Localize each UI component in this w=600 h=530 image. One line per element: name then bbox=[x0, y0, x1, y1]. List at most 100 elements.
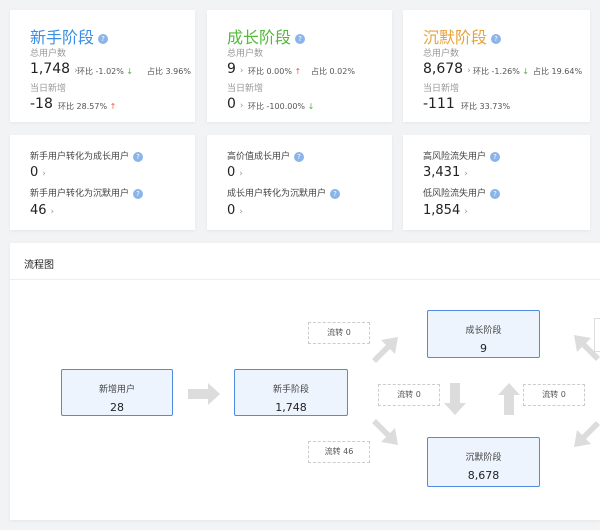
question-circle-icon[interactable]: ? bbox=[295, 33, 306, 44]
arrow-up-icon: ↑ bbox=[109, 102, 117, 111]
question-circle-icon[interactable]: ? bbox=[294, 151, 305, 162]
conversion-label-text: 新手用户转化为沉默用户 bbox=[30, 189, 130, 199]
chevron-right-icon[interactable]: › bbox=[50, 207, 55, 217]
total-users-value[interactable]: 1,748› bbox=[30, 61, 78, 77]
conversion-card-growth: 高价值成长用户? 0› 成长用户转化为沉默用户? 0› bbox=[207, 135, 392, 230]
total-users-label: 总用户数 bbox=[423, 49, 460, 59]
chevron-right-icon[interactable]: › bbox=[464, 207, 468, 217]
mom-value: 33.73% bbox=[479, 102, 511, 111]
flowchart-divider bbox=[10, 279, 600, 280]
total-users-value[interactable]: 8,678› bbox=[423, 61, 471, 77]
conversion-card-silent: 高风险流失用户? 3,431› 低风险流失用户? 1,854› bbox=[403, 135, 590, 230]
node-growth[interactable]: 成长阶段 9 bbox=[427, 310, 540, 358]
conversion-value[interactable]: 3,431› bbox=[423, 165, 468, 180]
chevron-right-icon[interactable]: › bbox=[239, 101, 244, 111]
arrow-up-icon bbox=[498, 383, 520, 415]
node-label: 新增用户 bbox=[98, 385, 135, 395]
chevron-right-icon[interactable]: › bbox=[42, 169, 46, 179]
node-value: 8,678 bbox=[467, 469, 500, 482]
mom-label: 环比 bbox=[58, 102, 74, 111]
share-value: 0.02% bbox=[329, 67, 355, 76]
conversion-label: 低风险流失用户? bbox=[423, 186, 501, 199]
stage-title: 新手阶段? bbox=[30, 24, 109, 48]
total-users-label: 总用户数 bbox=[30, 49, 67, 59]
question-circle-icon[interactable]: ? bbox=[490, 151, 501, 162]
conversion-number: 3,431 bbox=[423, 165, 461, 180]
conversion-number: 46 bbox=[30, 203, 47, 218]
chevron-right-icon[interactable]: › bbox=[239, 207, 243, 217]
stage-title: 成长阶段? bbox=[227, 24, 306, 48]
node-novice[interactable]: 新手阶段 1,748 bbox=[234, 369, 348, 416]
mom-value: -100.00% bbox=[266, 102, 306, 111]
flow-to-silent: 流转 46 bbox=[308, 441, 370, 463]
flow-growth-to-silent: 流转 0 bbox=[378, 384, 440, 406]
flowchart-panel: 流程图 新增用户 28 新手阶段 1,748 成长阶段 9 沉默阶段 bbox=[10, 243, 600, 520]
share-value: 3.96% bbox=[165, 67, 191, 76]
mom-value: 28.57% bbox=[76, 102, 108, 111]
new-mom: 环比 28.57% ↑ bbox=[58, 101, 116, 112]
conversion-value[interactable]: 0› bbox=[227, 165, 243, 180]
total-users-number: 9 bbox=[227, 61, 236, 77]
conversion-number: 0 bbox=[227, 203, 236, 218]
total-users-label: 总用户数 bbox=[227, 49, 264, 59]
conversion-value[interactable]: 0› bbox=[227, 203, 243, 218]
mom-label: 环比 bbox=[461, 102, 477, 111]
total-users-value[interactable]: 9› bbox=[227, 61, 244, 77]
mom-label: 环比 bbox=[77, 67, 93, 76]
conversion-value[interactable]: 0› bbox=[30, 165, 46, 180]
node-silent[interactable]: 沉默阶段 8,678 bbox=[427, 437, 540, 487]
question-circle-icon[interactable]: ? bbox=[133, 188, 144, 199]
share-label: 占比 bbox=[147, 67, 163, 76]
conversion-number: 0 bbox=[227, 165, 236, 180]
flow-to-growth: 流转 0 bbox=[308, 322, 370, 344]
conversion-label: 高风险流失用户? bbox=[423, 149, 501, 162]
new-users-number: 0 bbox=[227, 96, 236, 112]
question-circle-icon[interactable]: ? bbox=[490, 188, 501, 199]
conversion-number: 0 bbox=[30, 165, 39, 180]
chevron-right-icon[interactable]: › bbox=[467, 66, 471, 76]
conversion-label: 成长用户转化为沉默用户? bbox=[227, 186, 341, 199]
arrow-down-icon: ↓ bbox=[126, 67, 134, 76]
mom-value: -1.26% bbox=[491, 67, 520, 76]
new-mom: 环比 33.73% bbox=[461, 101, 510, 112]
mom-value: 0.00% bbox=[266, 67, 292, 76]
question-circle-icon[interactable]: ? bbox=[330, 188, 341, 199]
chevron-right-icon[interactable]: › bbox=[239, 169, 243, 179]
new-users-label: 当日新增 bbox=[423, 84, 460, 94]
conversion-label-text: 高风险流失用户 bbox=[423, 152, 487, 162]
new-users-value: -18 bbox=[30, 96, 53, 112]
total-mom: 环比 0.00% ↑ bbox=[248, 66, 301, 77]
new-users-label: 当日新增 bbox=[227, 84, 264, 94]
total-share: 占比 19.64% bbox=[533, 66, 582, 77]
chevron-right-icon[interactable]: › bbox=[239, 66, 244, 76]
conversion-value[interactable]: 1,854› bbox=[423, 203, 468, 218]
share-label: 占比 bbox=[533, 67, 549, 76]
total-users-number: 1,748 bbox=[30, 61, 71, 77]
question-circle-icon[interactable]: ? bbox=[98, 33, 109, 44]
conversion-value[interactable]: 46› bbox=[30, 203, 54, 218]
question-circle-icon[interactable]: ? bbox=[491, 33, 502, 44]
stage-card-silent: 沉默阶段? 总用户数 8,678› 环比 -1.26% ↓ 占比 19.64% … bbox=[403, 10, 590, 122]
node-value: 9 bbox=[480, 342, 487, 355]
conversion-label: 高价值成长用户? bbox=[227, 149, 305, 162]
conversion-label-text: 新手用户转化为成长用户 bbox=[30, 152, 130, 162]
new-users-value[interactable]: 0› bbox=[227, 96, 244, 112]
conversion-label-text: 成长用户转化为沉默用户 bbox=[227, 189, 327, 199]
question-circle-icon[interactable]: ? bbox=[133, 151, 144, 162]
conversion-label-text: 高价值成长用户 bbox=[227, 152, 291, 162]
chevron-right-icon[interactable]: › bbox=[464, 169, 468, 179]
partial-node-right bbox=[594, 318, 600, 352]
stage-title-text: 新手阶段 bbox=[30, 28, 95, 47]
arrow-right-icon bbox=[188, 383, 220, 405]
conversion-card-novice: 新手用户转化为成长用户? 0› 新手用户转化为沉默用户? 46› bbox=[10, 135, 195, 230]
chevron-right-icon[interactable]: › bbox=[74, 66, 78, 76]
flow-silent-to-growth: 流转 0 bbox=[523, 384, 585, 406]
flowchart-title: 流程图 bbox=[24, 260, 54, 271]
arrow-down-left-icon bbox=[574, 421, 600, 447]
stage-title-text: 沉默阶段 bbox=[423, 28, 488, 47]
arrow-up-icon: ↑ bbox=[294, 67, 302, 76]
stage-card-novice: 新手阶段? 总用户数 1,748› 环比 -1.02% ↓ 占比 3.96% 当… bbox=[10, 10, 195, 122]
node-label: 沉默阶段 bbox=[465, 453, 502, 463]
node-new-users[interactable]: 新增用户 28 bbox=[61, 369, 173, 416]
arrow-down-right-icon bbox=[372, 419, 398, 445]
